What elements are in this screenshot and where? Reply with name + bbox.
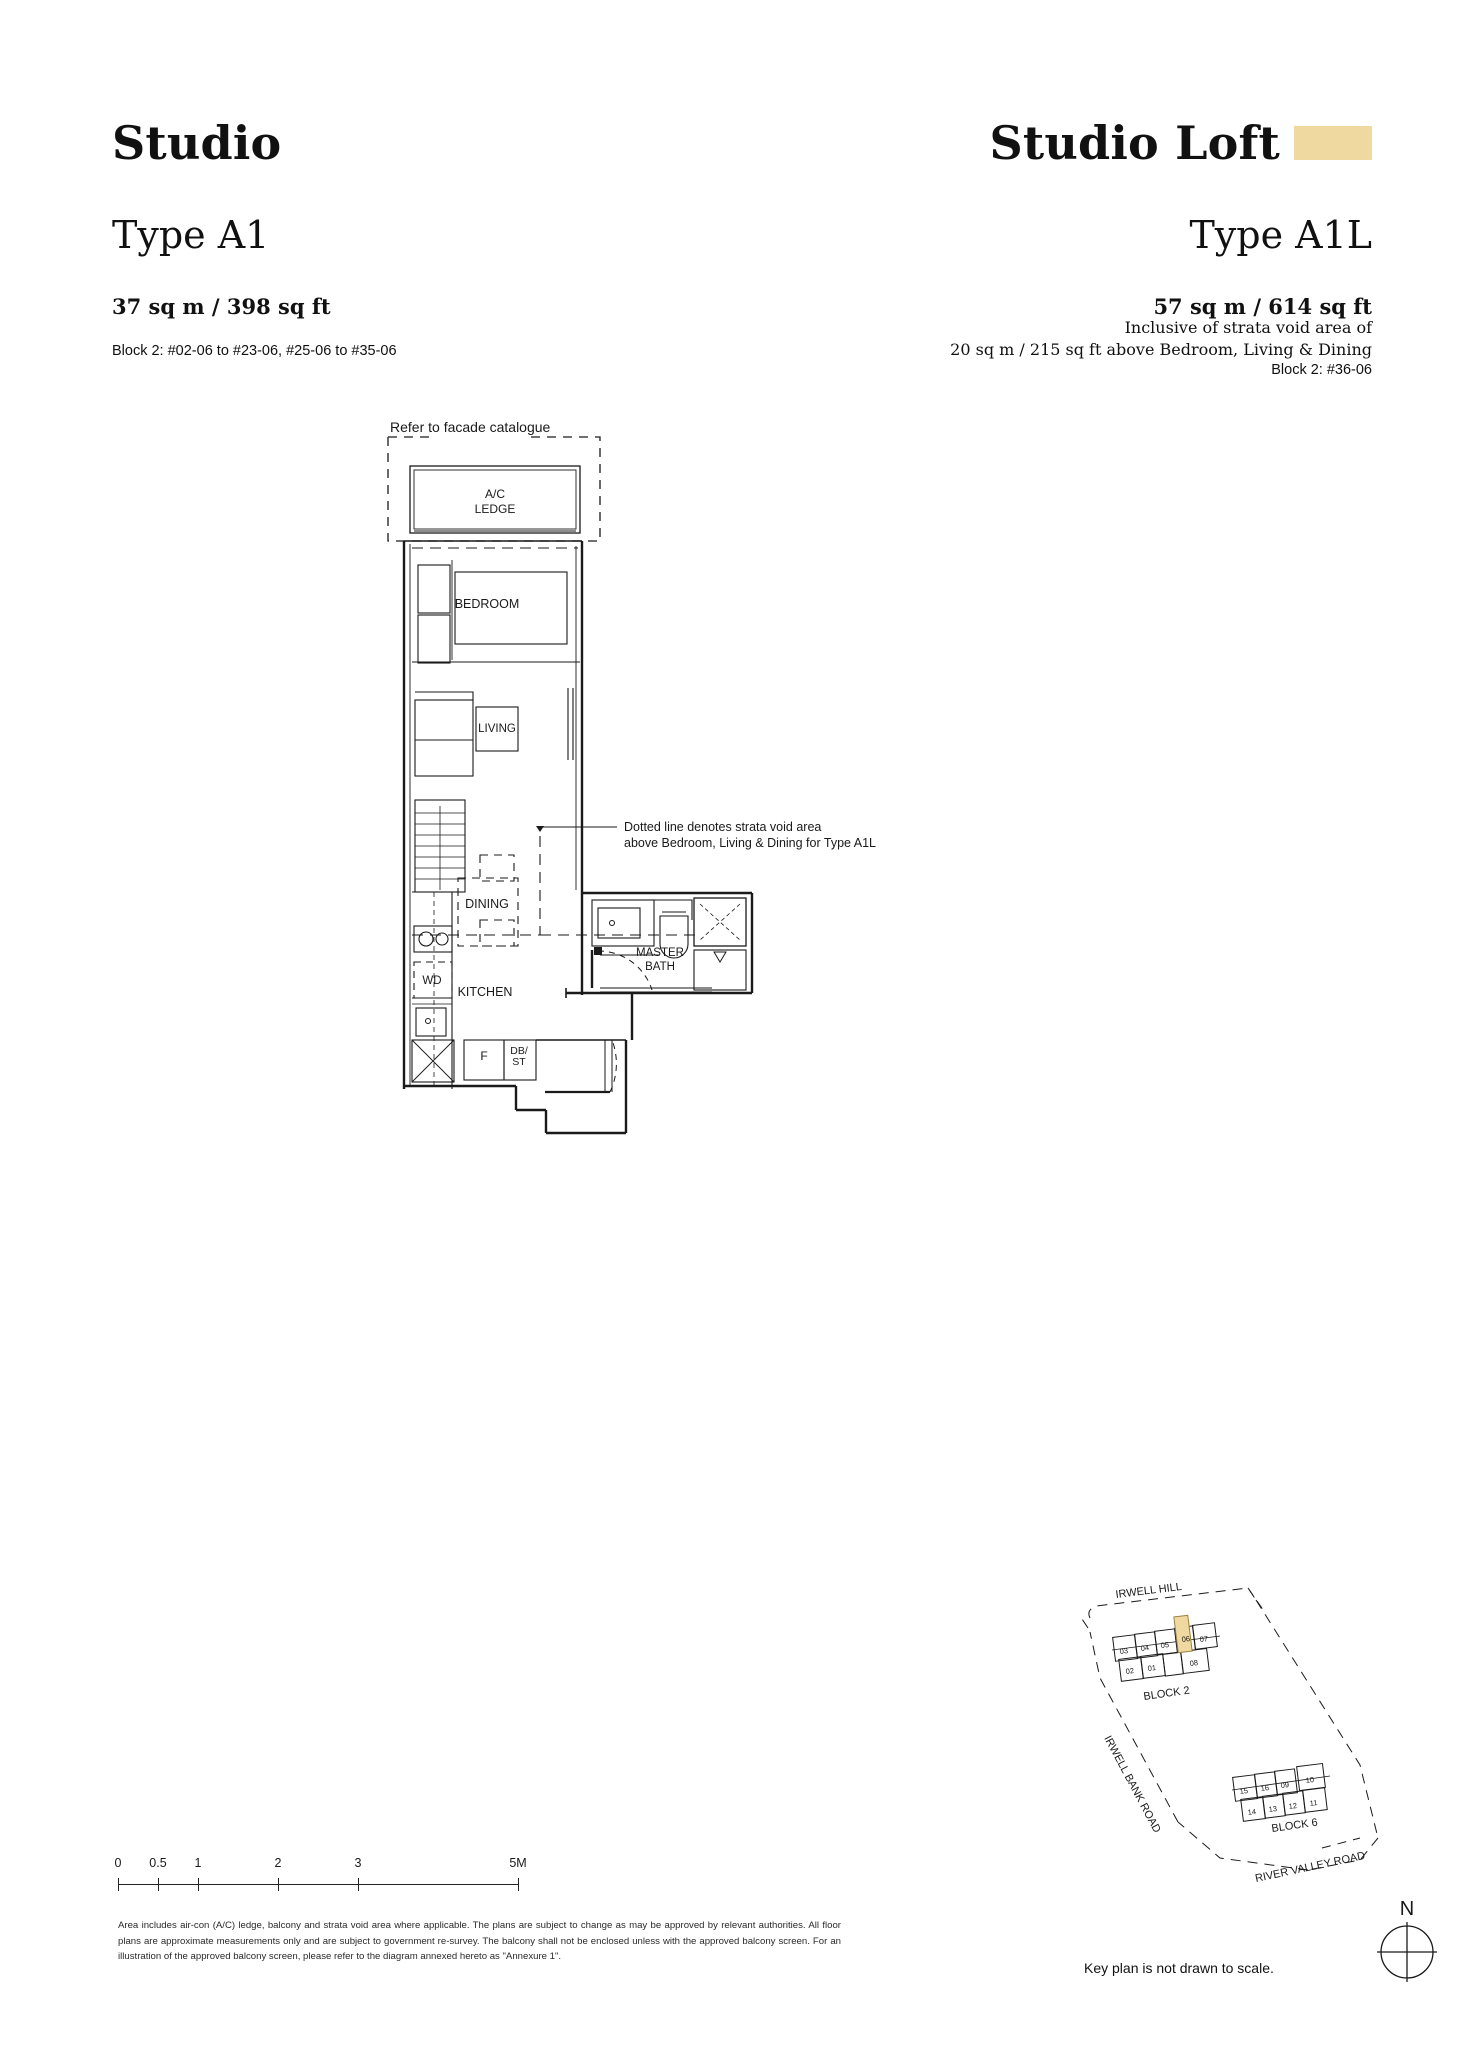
ac-ledge-outline: [409, 465, 581, 534]
master-bath-label-2: BATH: [645, 961, 675, 973]
key-plan: IRWELL HILL IRWELL BANK ROAD RIVER VALLE…: [1079, 1581, 1437, 1982]
shower-tray: [693, 897, 747, 947]
db-st-label-1: DB/: [510, 1045, 528, 1057]
bed-shape: [454, 571, 568, 645]
dining-table-dashed: [457, 877, 519, 947]
key-plan-unit-number: 09: [1280, 1780, 1289, 1790]
footnote-disclaimer: Area includes air-con (A/C) ledge, balco…: [118, 1920, 841, 1963]
fridge-box: [463, 1039, 505, 1081]
hob-shape: [413, 925, 453, 953]
key-plan-block6-label: BLOCK 6: [1271, 1817, 1319, 1835]
key-plan-note: Key plan is not drawn to scale.: [1084, 1960, 1274, 1976]
washer-dryer-box: [413, 961, 453, 999]
scale-tick-mark: [158, 1878, 159, 1891]
facade-dashed-box: [387, 436, 601, 542]
left-unit-title: Studio: [112, 116, 282, 170]
bath-basin: [597, 907, 641, 939]
scale-tick-label: 0.5: [149, 1856, 167, 1870]
right-unit-blocks: Block 2: #36-06: [1271, 362, 1372, 379]
master-bath-label-1: MASTER: [636, 947, 684, 959]
db-st-label-2: ST: [512, 1056, 526, 1068]
key-plan-unit-number: 10: [1305, 1775, 1314, 1785]
bedroom-label: BEDROOM: [455, 597, 520, 611]
dining-chair-top: [479, 854, 515, 882]
right-unit-type: Type A1L: [1189, 213, 1372, 257]
key-plan-highlight-unit: [1173, 1614, 1193, 1654]
scale-tick-mark: [198, 1878, 199, 1891]
strata-callout-line-1: Dotted line denotes strata void area: [624, 820, 821, 834]
living-label: LIVING: [478, 723, 516, 735]
key-plan-unit-number: 14: [1247, 1807, 1256, 1817]
scale-bar: 0 0.5 1 2 3 5M: [114, 1856, 527, 1892]
right-header: Studio Loft Type A1L 57 sq m / 614 sq ft…: [732, 120, 1372, 378]
scale-tick-label: 3: [354, 1856, 362, 1870]
wc-shape: [659, 915, 689, 959]
shaft-box: [411, 1039, 455, 1083]
left-header: Studio Type A1 37 sq m / 398 sq ft Block…: [112, 120, 672, 359]
key-plan-unit-number: 16: [1260, 1783, 1269, 1793]
key-plan-unit-number: 12: [1288, 1801, 1297, 1811]
key-plan-unit-number: 11: [1309, 1798, 1318, 1808]
scale-bar-labels: 0 0.5 1 2 3 5M: [114, 1856, 527, 1874]
key-plan-unit-number: 05: [1160, 1640, 1169, 1650]
sofa-shape: [414, 699, 474, 777]
right-unit-title: Studio Loft: [989, 116, 1280, 170]
dining-chair-bottom: [479, 919, 515, 947]
living-label-box: [478, 708, 518, 750]
key-plan-unit-number: 02: [1125, 1666, 1134, 1676]
left-unit-blocks: Block 2: #02-06 to #23-06, #25-06 to #35…: [112, 343, 397, 359]
scale-bar-axis: [118, 1884, 518, 1885]
scale-tick-label: 0: [114, 1856, 122, 1870]
key-plan-unit-number: 07: [1199, 1634, 1208, 1644]
scale-tick-label: 5M: [509, 1856, 527, 1870]
pillow-1: [417, 564, 451, 614]
road-label-irwell-hill: IRWELL HILL: [1115, 1581, 1183, 1601]
scale-tick-mark: [118, 1878, 119, 1891]
key-plan-block2-label: BLOCK 2: [1143, 1685, 1191, 1703]
north-label: N: [1400, 1898, 1414, 1920]
bath-vanity: [591, 899, 655, 947]
right-title-row: Studio Loft: [732, 120, 1372, 166]
pillow-2: [417, 614, 451, 664]
ac-ledge-label-2: LEDGE: [475, 502, 516, 516]
db-st-box: [503, 1039, 537, 1081]
scale-tick-label: 2: [274, 1856, 282, 1870]
right-inclusive-line-2: 20 sq m / 215 sq ft above Bedroom, Livin…: [950, 339, 1372, 359]
key-plan-unit-number: 01: [1147, 1663, 1156, 1673]
strata-callout-line-2: above Bedroom, Living & Dining for Type …: [624, 836, 876, 850]
road-label-river-valley: RIVER VALLEY ROAD: [1254, 1850, 1366, 1885]
scale-tick-mark: [278, 1878, 279, 1891]
facade-note-label: Refer to facade catalogue: [390, 419, 551, 435]
road-label-irwell-bank: IRWELL BANK ROAD: [1101, 1734, 1162, 1835]
kitchen-sink: [415, 1007, 447, 1037]
kitchen-label: KITCHEN: [458, 985, 513, 999]
scale-tick-mark: [518, 1878, 519, 1891]
left-unit-type: Type A1: [112, 213, 270, 257]
strata-void-dash-mid: [412, 830, 541, 936]
washer-dryer-label: WD: [422, 975, 441, 987]
key-plan-unit-number: 06: [1181, 1634, 1190, 1644]
key-plan-unit-number: 13: [1268, 1804, 1277, 1814]
right-unit-area: 57 sq m / 614 sq ft: [1153, 294, 1372, 319]
key-plan-unit-number: 08: [1189, 1658, 1198, 1668]
scale-tick-mark: [358, 1878, 359, 1891]
unit-color-swatch: [1294, 126, 1372, 160]
scale-tick-label: 1: [194, 1856, 202, 1870]
left-unit-area: 37 sq m / 398 sq ft: [112, 294, 331, 319]
key-plan-unit-number: 03: [1119, 1646, 1128, 1656]
key-plan-unit-number: 04: [1140, 1643, 1149, 1653]
dining-label: DINING: [465, 897, 509, 911]
fridge-label: F: [480, 1049, 487, 1063]
right-inclusive-line-1: Inclusive of strata void area of: [1124, 318, 1372, 337]
scale-bar-line: [118, 1878, 519, 1892]
stair-block: [414, 799, 466, 893]
key-plan-block-6: [1231, 1762, 1331, 1822]
key-plan-unit-number: 15: [1239, 1786, 1248, 1796]
ac-ledge-label-1: A/C: [485, 487, 505, 501]
